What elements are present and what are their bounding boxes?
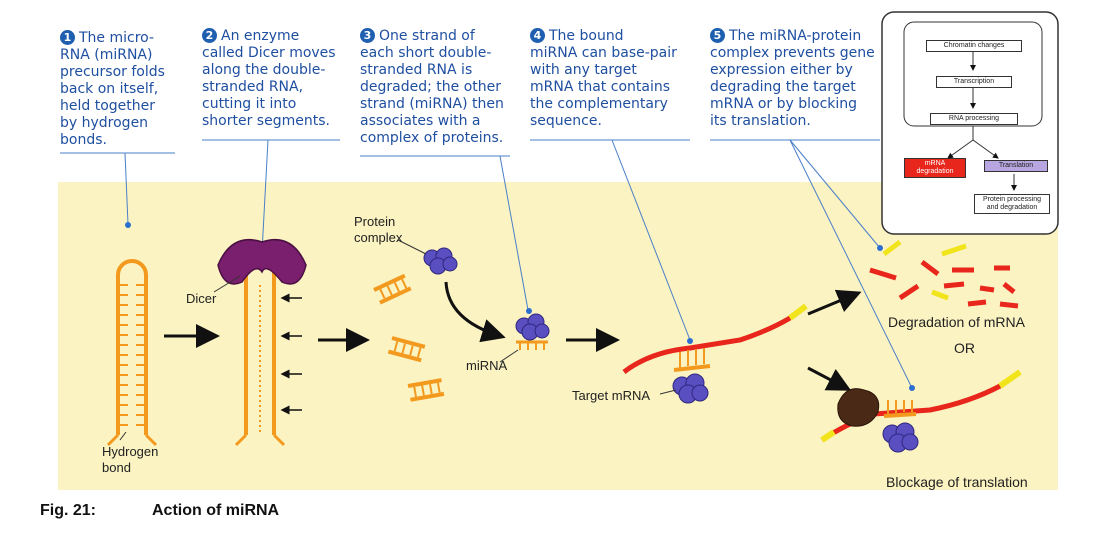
mirna-precursor-hairpin xyxy=(106,259,158,447)
inset-mrna-degradation: mRNA degradation xyxy=(904,158,966,178)
figure-caption: Fig. 21: Action of miRNA xyxy=(40,502,279,520)
blocked-mrna-cap-left xyxy=(820,429,836,443)
protein-complex-pointer xyxy=(397,239,427,255)
blocked-mrna-strand xyxy=(820,383,1002,443)
inset-protein-processing: Protein processing and degradation xyxy=(974,194,1050,214)
inset-translation: Translation xyxy=(984,160,1048,172)
step-1-text: The micro- RNA (miRNA) precursor folds b… xyxy=(60,30,165,148)
blockage-label: Blockage of translation xyxy=(886,474,1028,490)
short-dsrna-segments xyxy=(373,273,445,402)
bound-complex-icon xyxy=(672,373,709,404)
step-3-text: One strand of each short double- strande… xyxy=(360,28,504,146)
bound-mirna xyxy=(516,340,548,350)
blocking-complex-icon xyxy=(882,422,919,453)
target-mrna-label: Target mRNA xyxy=(572,388,651,403)
cut-arrows xyxy=(280,293,302,415)
mirna-protein-complex-icon xyxy=(515,313,550,341)
hairpin-teeth xyxy=(118,284,146,426)
inset-chromatin: Chromatin changes xyxy=(926,40,1022,52)
mrna-cap xyxy=(788,303,808,321)
step-2-text: An enzyme called Dicer moves along the d… xyxy=(202,28,336,129)
or-label: OR xyxy=(954,340,975,356)
arrow-degradation xyxy=(807,289,862,316)
ribosome-icon xyxy=(837,388,880,427)
step-5-text: The miRNA-protein complex prevents gene … xyxy=(710,28,875,129)
arrow-blockage xyxy=(807,366,852,391)
mirna-pointer xyxy=(499,349,519,363)
inset-rna-processing: RNA processing xyxy=(930,113,1018,125)
step-2-number: 2 xyxy=(202,28,217,43)
step-1-number: 1 xyxy=(60,30,75,45)
figure-title: Action of miRNA xyxy=(152,502,280,519)
blocked-mrna-cap-right xyxy=(998,369,1022,389)
degradation-label: Degradation of mRNA xyxy=(888,314,1025,330)
target-mrna-strand xyxy=(622,315,792,374)
dicer-pointer xyxy=(213,275,241,293)
leader-lines xyxy=(60,139,913,389)
inset-transcription: Transcription xyxy=(936,76,1012,88)
hydrogen-bond-label: Hydrogen bond xyxy=(102,444,159,475)
protein-complex-icon xyxy=(423,247,458,275)
base-pair-region xyxy=(673,348,711,372)
blocked-base-pairs xyxy=(883,400,917,418)
hydrogen-bond-pointer xyxy=(119,431,127,441)
mirna-label: miRNA xyxy=(466,358,508,373)
degraded-mrna-fragments xyxy=(869,240,1019,309)
dicer-label: Dicer xyxy=(186,291,217,306)
step-4-text: The bound miRNA can base-pair with any t… xyxy=(530,28,677,129)
step-4-number: 4 xyxy=(530,28,545,43)
curved-arrow xyxy=(444,281,506,343)
protein-complex-label: Protein complex xyxy=(354,214,403,245)
dicer-enzyme-icon xyxy=(217,238,307,285)
figure-number: Fig. 21: xyxy=(40,502,97,519)
step-5-number: 5 xyxy=(710,28,725,43)
inset-arrows xyxy=(947,52,1017,191)
step-3-number: 3 xyxy=(360,28,375,43)
target-mrna-pointer xyxy=(659,389,677,395)
